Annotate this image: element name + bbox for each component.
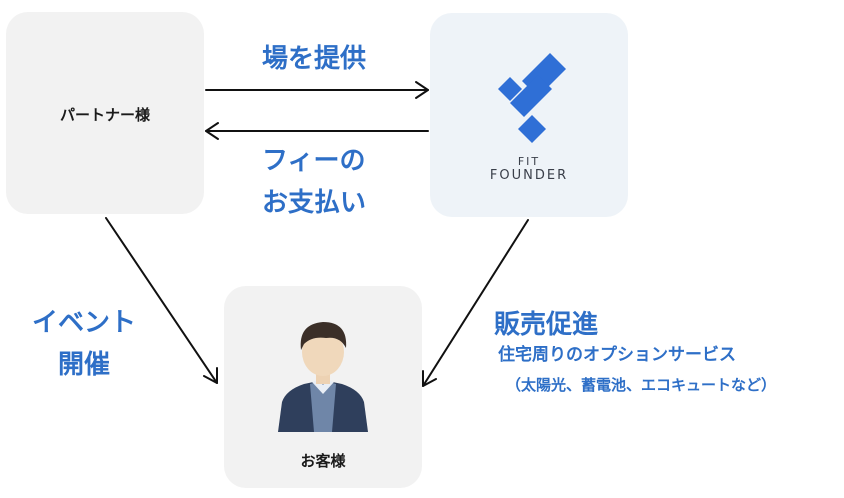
promotion-line1: 住宅周りのオプションサービス [498, 345, 736, 365]
customer-node: お客様 [224, 286, 422, 488]
logo-text-founder: FOUNDER [489, 168, 569, 183]
fit-founder-logo-icon [498, 53, 566, 143]
promotion-line2: （太陽光、蓄電池、エコキュートなど） [506, 376, 777, 394]
partner-node: パートナー様 [6, 12, 204, 214]
arrow-fit-to-partner [205, 122, 429, 140]
logo-text-fit: FIT [517, 155, 541, 168]
fee-label-line2: お支払い [262, 188, 367, 218]
provide-label: 場を提供 [262, 44, 367, 74]
event-label-line2: 開催 [58, 350, 111, 380]
arrow-fit-to-customer [422, 219, 529, 387]
promotion-title: 販売促進 [494, 310, 599, 340]
customer-person-icon [278, 322, 368, 432]
customer-label: お客様 [300, 452, 346, 470]
arrow-partner-to-fit [205, 81, 429, 99]
event-label-line1: イベント [32, 308, 137, 338]
fee-label-line1: フィーの [262, 146, 366, 176]
fit-founder-node: FIT FOUNDER [430, 13, 628, 217]
partner-label: パートナー様 [59, 106, 150, 124]
arrow-partner-to-customer [105, 217, 218, 384]
